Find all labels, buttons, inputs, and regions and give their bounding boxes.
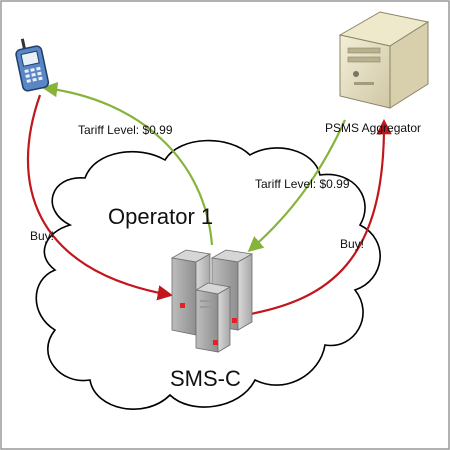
tariff-arrow-to-smsc — [247, 119, 347, 253]
tariff-label-left: Tariff Level: $0.99 — [78, 123, 173, 137]
server-cluster-icon — [170, 249, 254, 353]
mobile-phone-icon — [15, 38, 50, 92]
server-icon — [338, 11, 430, 109]
tariff-label-right: Tariff Level: $0.99 — [255, 177, 350, 191]
buy-arrow-to-smsc — [26, 94, 174, 301]
tariff-arrow-to-phone — [41, 81, 214, 246]
buy-label-right: Buy! — [340, 237, 364, 251]
operator-label: Operator 1 — [108, 204, 213, 229]
aggregator-label: PSMS Aggregator — [325, 121, 421, 135]
smsc-label: SMS-C — [170, 366, 241, 391]
buy-label-left: Buy! — [30, 229, 54, 243]
buy-arrow-to-aggregator — [244, 118, 392, 317]
